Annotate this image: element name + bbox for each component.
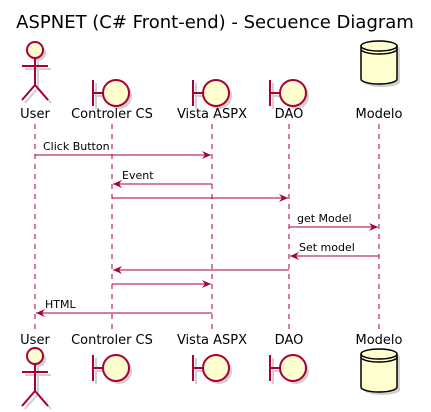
participant-label-controler-top: Controler CS — [71, 107, 153, 122]
diagram-title: ASPNET (C# Front-end) - Secuence Diagram — [16, 12, 414, 33]
controler-top-boundary-icon — [92, 79, 132, 109]
participant-label-user-top: User — [20, 107, 50, 122]
modelo-bottom-database-icon — [360, 348, 400, 395]
participant-label-controler-bottom: Controler CS — [71, 333, 153, 348]
message-label-1: Click Button — [43, 140, 110, 153]
participant-label-vista-top: Vista ASPX — [177, 107, 247, 122]
message-label-4: get Model — [297, 212, 352, 225]
participant-label-vista-bottom: Vista ASPX — [177, 333, 247, 348]
message-label-8: HTML — [45, 298, 76, 311]
controler-bottom-boundary-icon — [92, 354, 132, 384]
participant-label-modelo-top: Modelo — [356, 107, 403, 122]
participant-label-dao-bottom: DAO — [275, 333, 304, 348]
modelo-top-database-icon — [360, 40, 400, 87]
vista-bottom-boundary-icon — [192, 354, 232, 384]
dao-bottom-boundary-icon — [269, 354, 309, 384]
user-top-actor-icon — [21, 41, 52, 104]
message-label-2: Event — [122, 169, 154, 182]
participant-label-user-bottom: User — [20, 333, 50, 348]
vista-top-boundary-icon — [192, 79, 232, 109]
message-label-5: Set model — [299, 241, 355, 254]
user-bottom-actor-icon — [21, 347, 52, 410]
participant-label-modelo-bottom: Modelo — [356, 333, 403, 348]
dao-top-boundary-icon — [269, 79, 309, 109]
participant-label-dao-top: DAO — [275, 107, 304, 122]
